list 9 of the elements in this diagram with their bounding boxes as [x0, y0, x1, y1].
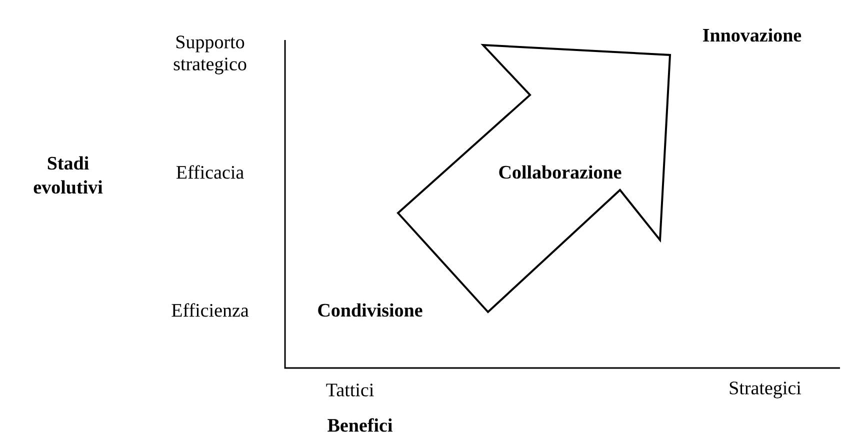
- axis-label: Tattici: [326, 384, 374, 396]
- axis-label: Supporto strategico: [174, 36, 246, 74]
- axis-label: Efficienza: [172, 303, 249, 317]
- stage-label: Innovazione: [703, 28, 802, 42]
- stage-label: Condivisione: [318, 303, 422, 317]
- axis-title: Benefici: [328, 418, 392, 432]
- axis-label: Efficacia: [176, 165, 244, 179]
- axis-title: Stadi evolutivi: [34, 156, 103, 194]
- axis-label: Strategici: [730, 382, 802, 398]
